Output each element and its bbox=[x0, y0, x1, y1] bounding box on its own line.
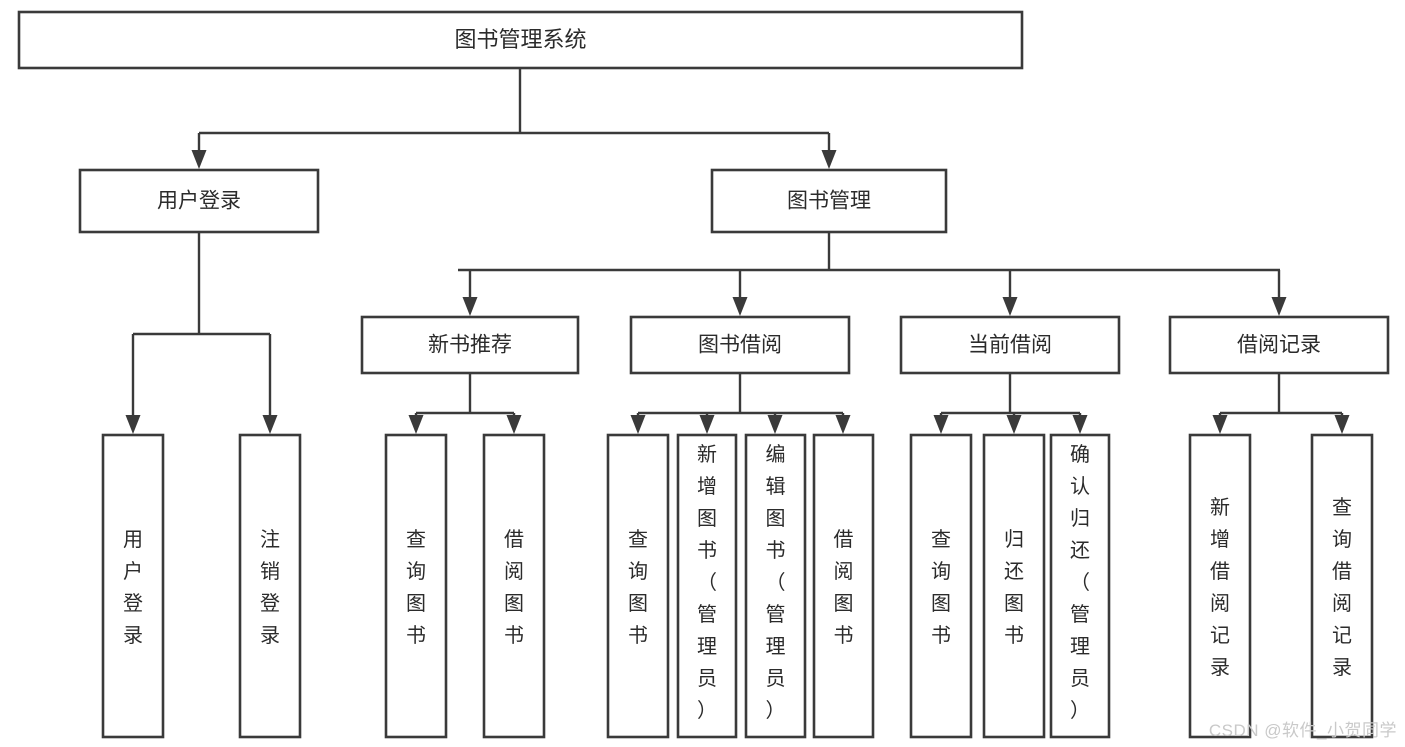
node-leaf-confirm-return-label: 确认归还（管理员） bbox=[1070, 443, 1090, 722]
node-root-box[interactable] bbox=[17, 10, 1024, 70]
connector-group-bus-book-manage bbox=[458, 232, 1281, 298]
nodes-layer: 图书管理系统用户登录图书管理新书推荐图书借阅当前借阅借阅记录用户登录注销登录查询… bbox=[17, 10, 1390, 739]
node-leaf-return-book[interactable]: 归还图书 bbox=[982, 433, 1046, 739]
node-book-borrow[interactable]: 图书借阅 bbox=[629, 315, 851, 375]
arrow-head-bus-current-borrow-2 bbox=[1072, 415, 1088, 434]
arrow-head-bus-user-login-1 bbox=[262, 415, 278, 434]
arrow-head-bus-new-book-1 bbox=[506, 415, 522, 434]
node-leaf-query-book-2-label: 查询图书 bbox=[628, 528, 648, 647]
node-leaf-query-book-3-box[interactable] bbox=[909, 433, 973, 739]
node-book-borrow-box[interactable] bbox=[629, 315, 851, 375]
arrow-head-bus-book-borrow-3 bbox=[835, 415, 851, 434]
connectors-layer bbox=[125, 68, 1350, 434]
arrow-head-bus-borrow-record-1 bbox=[1334, 415, 1350, 434]
arrow-head-bus-borrow-record-0 bbox=[1212, 415, 1228, 434]
node-user-login-box[interactable] bbox=[78, 168, 320, 234]
connector-group-bus-book-borrow bbox=[636, 373, 845, 416]
node-leaf-add-record-label: 新增借阅记录 bbox=[1210, 496, 1230, 679]
node-leaf-return-book-label: 归还图书 bbox=[1004, 528, 1024, 647]
node-book-manage-label: 图书管理 bbox=[787, 190, 871, 213]
node-leaf-query-record-box[interactable] bbox=[1310, 433, 1374, 739]
connector-group-bus-user-login bbox=[131, 232, 272, 416]
node-leaf-add-book[interactable]: 新增图书（管理员） bbox=[676, 433, 738, 739]
node-user-login-label: 用户登录 bbox=[157, 190, 241, 213]
connector-group-bus-root bbox=[197, 68, 831, 151]
node-leaf-add-book-box[interactable] bbox=[676, 433, 738, 739]
node-leaf-query-record[interactable]: 查询借阅记录 bbox=[1310, 433, 1374, 739]
node-leaf-edit-book-label: 编辑图书（管理员） bbox=[766, 443, 786, 722]
arrow-head-bus-book-manage-2 bbox=[1002, 297, 1018, 316]
node-leaf-confirm-return[interactable]: 确认归还（管理员） bbox=[1049, 433, 1111, 739]
node-leaf-query-book-3-label: 查询图书 bbox=[931, 528, 951, 647]
node-leaf-borrow-book-2-box[interactable] bbox=[812, 433, 875, 739]
node-leaf-confirm-return-box[interactable] bbox=[1049, 433, 1111, 739]
node-leaf-user-login-label: 用户登录 bbox=[123, 529, 143, 647]
arrow-head-bus-root-0 bbox=[191, 150, 207, 169]
arrow-head-bus-current-borrow-0 bbox=[933, 415, 949, 434]
node-leaf-add-record-box[interactable] bbox=[1188, 433, 1252, 739]
arrow-head-bus-book-borrow-2 bbox=[767, 415, 783, 434]
node-leaf-borrow-book-1-label: 借阅图书 bbox=[504, 528, 524, 647]
node-leaf-return-book-box[interactable] bbox=[982, 433, 1046, 739]
node-root[interactable]: 图书管理系统 bbox=[17, 10, 1024, 70]
node-leaf-add-book-label: 新增图书（管理员） bbox=[697, 443, 717, 722]
node-book-manage[interactable]: 图书管理 bbox=[710, 168, 948, 234]
node-leaf-query-book-1-box[interactable] bbox=[384, 433, 448, 739]
node-borrow-record[interactable]: 借阅记录 bbox=[1168, 315, 1390, 375]
node-borrow-record-label: 借阅记录 bbox=[1237, 334, 1321, 357]
node-leaf-user-login[interactable]: 用户登录 bbox=[101, 433, 165, 739]
arrow-head-bus-new-book-0 bbox=[408, 415, 424, 434]
node-leaf-borrow-book-2-label: 借阅图书 bbox=[834, 528, 854, 647]
node-leaf-borrow-book-1-box[interactable] bbox=[482, 433, 546, 739]
node-leaf-borrow-book-2[interactable]: 借阅图书 bbox=[812, 433, 875, 739]
node-leaf-user-logout[interactable]: 注销登录 bbox=[238, 433, 302, 739]
node-leaf-query-book-2[interactable]: 查询图书 bbox=[606, 433, 670, 739]
node-current-borrow-label: 当前借阅 bbox=[968, 334, 1052, 357]
node-new-book-recommend-label: 新书推荐 bbox=[428, 334, 512, 357]
arrow-head-bus-book-manage-1 bbox=[732, 297, 748, 316]
node-leaf-query-book-2-box[interactable] bbox=[606, 433, 670, 739]
node-leaf-borrow-book-1[interactable]: 借阅图书 bbox=[482, 433, 546, 739]
node-leaf-query-book-3[interactable]: 查询图书 bbox=[909, 433, 973, 739]
node-leaf-add-record[interactable]: 新增借阅记录 bbox=[1188, 433, 1252, 739]
arrow-head-bus-book-manage-3 bbox=[1271, 297, 1287, 316]
node-new-book-recommend[interactable]: 新书推荐 bbox=[360, 315, 580, 375]
node-leaf-query-book-1[interactable]: 查询图书 bbox=[384, 433, 448, 739]
arrow-head-bus-user-login-0 bbox=[125, 415, 141, 434]
node-leaf-user-login-box[interactable] bbox=[101, 433, 165, 739]
connector-group-bus-new-book bbox=[414, 373, 516, 416]
node-current-borrow-box[interactable] bbox=[899, 315, 1121, 375]
node-leaf-edit-book[interactable]: 编辑图书（管理员） bbox=[744, 433, 807, 739]
arrow-head-bus-book-borrow-1 bbox=[699, 415, 715, 434]
node-current-borrow[interactable]: 当前借阅 bbox=[899, 315, 1121, 375]
node-leaf-query-record-label: 查询借阅记录 bbox=[1332, 496, 1352, 679]
connector-group-bus-borrow-record bbox=[1218, 373, 1344, 416]
node-root-label: 图书管理系统 bbox=[454, 27, 586, 52]
node-book-borrow-label: 图书借阅 bbox=[698, 334, 782, 357]
node-book-manage-box[interactable] bbox=[710, 168, 948, 234]
node-leaf-edit-book-box[interactable] bbox=[744, 433, 807, 739]
node-leaf-query-book-1-label: 查询图书 bbox=[406, 528, 426, 647]
node-borrow-record-box[interactable] bbox=[1168, 315, 1390, 375]
node-user-login[interactable]: 用户登录 bbox=[78, 168, 320, 234]
arrow-head-bus-book-manage-0 bbox=[462, 297, 478, 316]
arrow-head-bus-book-borrow-0 bbox=[630, 415, 646, 434]
watermark-text: CSDN @软件_小贺同学 bbox=[1208, 721, 1397, 740]
node-new-book-recommend-box[interactable] bbox=[360, 315, 580, 375]
connector-group-bus-current-borrow bbox=[939, 373, 1082, 416]
node-leaf-user-logout-box[interactable] bbox=[238, 433, 302, 739]
arrow-head-bus-root-1 bbox=[821, 150, 837, 169]
arrow-head-bus-current-borrow-1 bbox=[1006, 415, 1022, 434]
node-leaf-user-logout-label: 注销登录 bbox=[260, 528, 280, 647]
